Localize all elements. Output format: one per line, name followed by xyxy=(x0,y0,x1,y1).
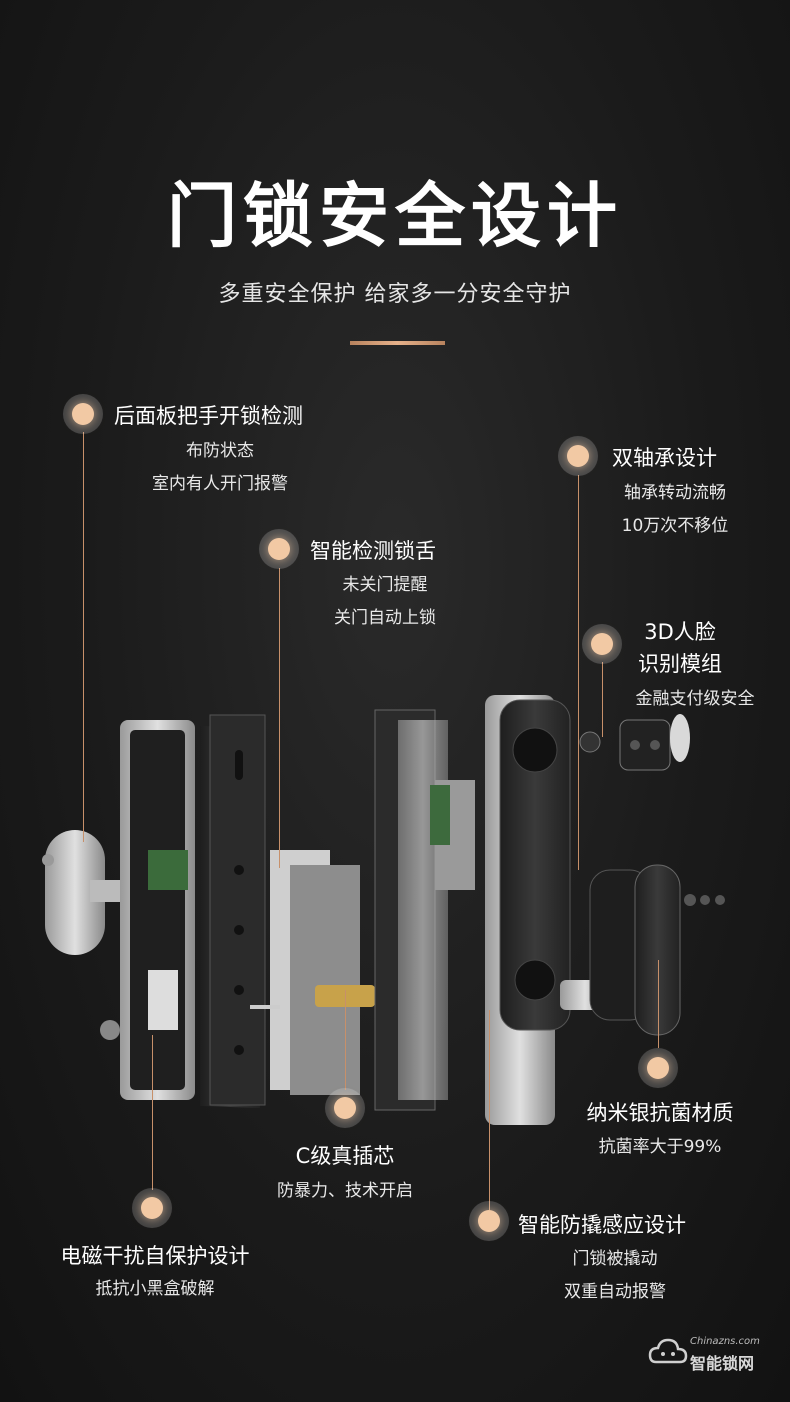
callout-6-line-1: 防暴力、技术开启 xyxy=(277,1181,413,1201)
callout-1-title: 后面板把手开锁检测 xyxy=(114,404,303,428)
leader-line-7 xyxy=(489,1010,490,1210)
callout-dot-3 xyxy=(259,529,299,569)
page-subtitle: 多重安全保护 给家多一分安全守护 xyxy=(218,282,572,307)
leader-line-4 xyxy=(602,662,603,737)
rear-handle xyxy=(45,830,105,955)
watermark-url: Chinazns.com xyxy=(690,1336,760,1347)
leader-line-8 xyxy=(152,1035,153,1190)
watermark-brand: 智能锁网 xyxy=(690,1354,755,1373)
callout-2-line-1: 轴承转动流畅 xyxy=(624,483,726,503)
callout-3-line-2: 关门自动上锁 xyxy=(334,608,436,628)
leader-line-6 xyxy=(345,990,346,1090)
callout-5-title: 纳米银抗菌材质 xyxy=(586,1101,734,1125)
callout-7-line-2: 双重自动报警 xyxy=(564,1282,666,1302)
brand-logo-icon xyxy=(648,1334,688,1374)
callout-7-line-1: 门锁被撬动 xyxy=(572,1249,658,1269)
callout-2-title: 双轴承设计 xyxy=(612,446,717,470)
callout-3-line-1: 未关门提醒 xyxy=(342,575,428,595)
callout-4-title-line-1: 3D人脸 xyxy=(644,620,716,644)
leader-line-3 xyxy=(279,568,280,868)
leader-line-5 xyxy=(658,960,659,1048)
callout-4-title-line-2: 识别模组 xyxy=(638,652,722,676)
callout-1-line-1: 布防状态 xyxy=(186,441,254,461)
callout-8-title: 电磁干扰自保护设计 xyxy=(60,1244,250,1268)
callout-dot-5 xyxy=(638,1048,678,1088)
front-handle xyxy=(634,864,681,1036)
callout-dot-4 xyxy=(582,624,622,664)
callout-1-line-2: 室内有人开门报警 xyxy=(152,474,288,494)
callout-dot-8 xyxy=(132,1188,172,1228)
lock-exploded-illustration xyxy=(42,695,725,1125)
callout-8-line-1: 抵抗小黑盒破解 xyxy=(95,1279,215,1299)
callout-3-title: 智能检测锁舌 xyxy=(310,539,436,563)
face-module xyxy=(579,714,690,771)
callout-7-title: 智能防撬感应设计 xyxy=(518,1213,686,1237)
callout-4-line-1: 金融支付级安全 xyxy=(635,689,755,709)
callout-dot-2 xyxy=(558,436,598,476)
callout-2-line-2: 10万次不移位 xyxy=(621,516,729,536)
callout-6-title: C级真插芯 xyxy=(295,1144,395,1168)
page-title: 门锁安全设计 xyxy=(167,175,623,257)
callout-5-line-1: 抗菌率大于99% xyxy=(598,1137,722,1157)
leader-line-1 xyxy=(83,432,84,842)
callout-dot-1 xyxy=(63,394,103,434)
callout-dot-7 xyxy=(469,1201,509,1241)
callout-dot-6 xyxy=(325,1088,365,1128)
leader-line-2 xyxy=(578,475,579,870)
title-divider xyxy=(350,341,445,345)
